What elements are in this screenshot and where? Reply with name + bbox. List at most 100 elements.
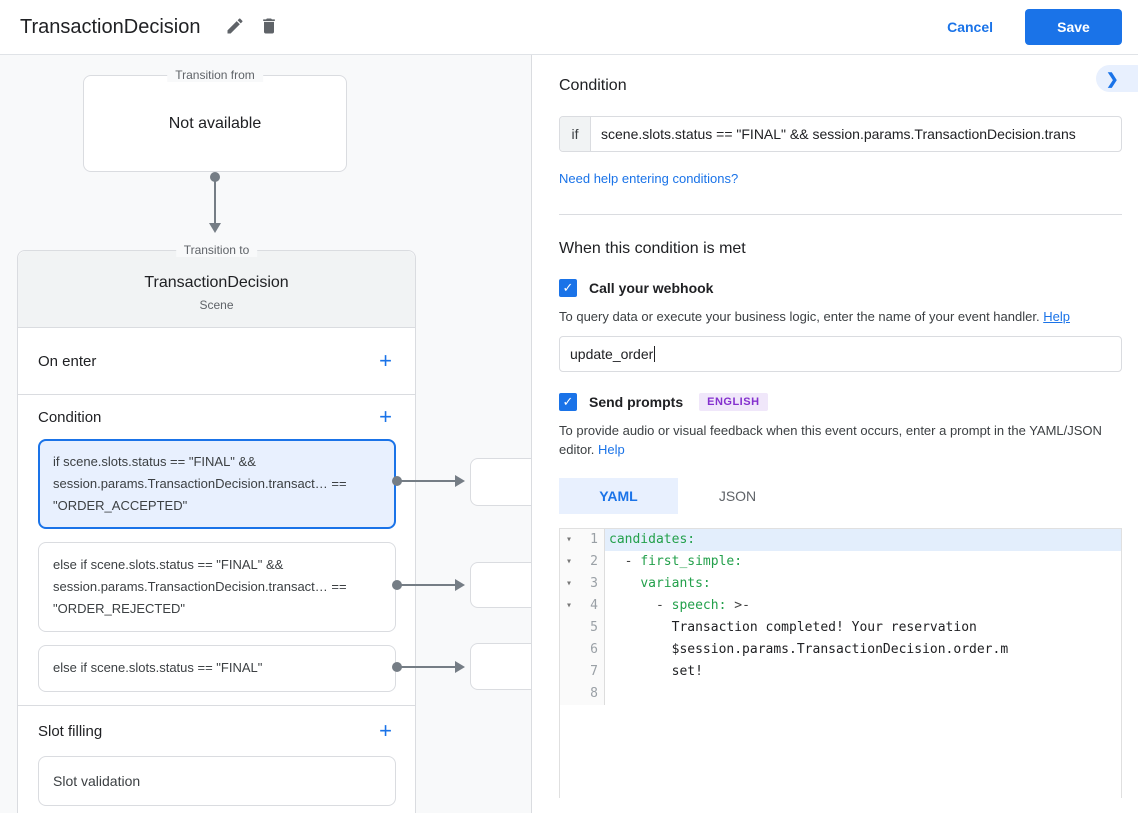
cancel-button[interactable]: Cancel <box>931 11 1009 43</box>
fold-arrow-icon[interactable]: ▾ <box>565 600 573 611</box>
scene-header[interactable]: TransactionDecision Scene <box>18 251 415 328</box>
condition-section-label: Condition <box>38 408 102 426</box>
prompts-helper-text: To provide audio or visual feedback when… <box>559 421 1119 459</box>
editor-line[interactable]: ▾ 4 - speech: >- <box>560 595 1121 617</box>
main-area: Transition from Not available Transition… <box>0 55 1138 813</box>
connector-arrow-icon <box>209 223 221 233</box>
code-token: first_simple: <box>640 554 743 569</box>
event-handler-value: update_order <box>570 346 654 362</box>
transition-from-content: Not available <box>168 114 262 132</box>
line-number: 3 <box>590 576 598 591</box>
editor-line[interactable]: ▾ 1 candidates: <box>560 529 1121 551</box>
connector-line <box>397 584 457 586</box>
when-met-section: When this condition is met ✓ Call your w… <box>559 215 1122 798</box>
check-icon: ✓ <box>562 280 574 295</box>
condition-expression-value[interactable]: scene.slots.status == "FINAL" && session… <box>601 126 1076 142</box>
code-line-content[interactable]: Transaction completed! Your reservation <box>605 617 1121 639</box>
code-token: set! <box>609 664 703 679</box>
fold-arrow-icon[interactable]: ▾ <box>565 556 573 567</box>
delete-scene-button[interactable] <box>252 10 286 44</box>
send-prompts-label: Send prompts <box>589 394 684 410</box>
condition-expression-field[interactable]: if scene.slots.status == "FINAL" && sess… <box>559 116 1122 152</box>
condition-detail-panel: Condition ❯ if scene.slots.status == "FI… <box>531 55 1138 813</box>
section-divider <box>18 705 415 706</box>
add-slot-button[interactable]: + <box>373 718 398 744</box>
condition-section-header: Condition + <box>18 395 415 439</box>
code-line-content[interactable]: candidates: <box>605 529 1121 551</box>
connector-arrow-icon <box>455 579 465 591</box>
code-line-content[interactable]: - speech: >- <box>605 595 1121 617</box>
webhook-helper-text: To query data or execute your business l… <box>559 307 1119 326</box>
transition-target-box[interactable] <box>470 562 531 608</box>
trash-icon <box>259 16 279 39</box>
save-button[interactable]: Save <box>1025 9 1122 45</box>
condition-card-accepted[interactable]: if scene.slots.status == "FINAL" && sess… <box>38 439 396 529</box>
condition-card-rejected[interactable]: else if scene.slots.status == "FINAL" &&… <box>38 542 396 632</box>
editor-gutter: 6 <box>560 639 605 661</box>
code-line-content[interactable] <box>605 683 1121 705</box>
editor-line[interactable]: 7 set! <box>560 661 1121 683</box>
scene-flow-canvas: Transition from Not available Transition… <box>0 55 531 813</box>
edit-scene-button[interactable] <box>218 10 252 44</box>
transition-to-label: Transition to <box>175 243 258 257</box>
editor-line[interactable]: 8 <box>560 683 1121 705</box>
editor-line[interactable]: 5 Transaction completed! Your reservatio… <box>560 617 1121 639</box>
fold-spacer <box>560 617 578 639</box>
slot-validation-card[interactable]: Slot validation <box>38 756 396 806</box>
editor-gutter: 8 <box>560 683 605 705</box>
transition-target-box[interactable] <box>470 458 531 506</box>
tab-json[interactable]: JSON <box>678 478 797 514</box>
slot-filling-section-header: Slot filling + <box>18 706 415 756</box>
send-prompts-checkbox[interactable]: ✓ <box>559 393 577 411</box>
transition-to-box: Transition to TransactionDecision Scene … <box>17 243 416 813</box>
webhook-help-link[interactable]: Help <box>1043 309 1070 324</box>
code-token: $session.params.TransactionDecision.orde… <box>609 642 1009 657</box>
pencil-icon <box>225 16 245 39</box>
code-token: candidates: <box>609 532 696 547</box>
fold-spacer <box>560 683 578 705</box>
editor-gutter: 5 <box>560 617 605 639</box>
webhook-label: Call your webhook <box>589 280 714 296</box>
chevron-right-icon: ❯ <box>1106 70 1119 88</box>
tab-yaml[interactable]: YAML <box>559 478 678 514</box>
editor-gutter: ▾2 <box>560 551 605 573</box>
code-line-content[interactable]: variants: <box>605 573 1121 595</box>
condition-card-final[interactable]: else if scene.slots.status == "FINAL" <box>38 645 396 692</box>
condition-section: Condition ❯ if scene.slots.status == "FI… <box>559 55 1138 215</box>
code-token: - <box>655 598 672 613</box>
editor-line[interactable]: 6 $session.params.TransactionDecision.or… <box>560 639 1121 661</box>
fold-arrow-icon[interactable]: ▾ <box>565 534 573 545</box>
on-enter-label: On enter <box>38 352 97 370</box>
connector-line <box>214 177 216 224</box>
transition-from-box[interactable]: Transition from Not available <box>83 68 347 172</box>
add-condition-button[interactable]: + <box>373 404 398 430</box>
collapse-panel-button[interactable]: ❯ <box>1096 65 1138 92</box>
when-met-heading: When this condition is met <box>559 240 746 257</box>
condition-help-link[interactable]: Need help entering conditions? <box>559 171 739 186</box>
check-icon: ✓ <box>562 394 574 409</box>
add-on-enter-button[interactable]: + <box>373 348 398 374</box>
webhook-check-row: ✓ Call your webhook <box>559 279 1122 297</box>
code-line-content[interactable]: set! <box>605 661 1121 683</box>
condition-heading: Condition <box>559 77 627 94</box>
editor-gutter: 7 <box>560 661 605 683</box>
code-line-content[interactable]: $session.params.TransactionDecision.orde… <box>605 639 1121 661</box>
page-title: TransactionDecision <box>20 15 201 38</box>
code-token: speech: <box>671 598 727 613</box>
text-cursor <box>654 346 656 362</box>
editor-line[interactable]: ▾2 - first_simple: <box>560 551 1121 573</box>
code-line-content[interactable]: - first_simple: <box>605 551 1121 573</box>
editor-line[interactable]: ▾ 3 variants: <box>560 573 1121 595</box>
editor-tabs: YAML JSON <box>559 478 1122 514</box>
fold-arrow-icon[interactable]: ▾ <box>565 578 573 589</box>
code-token <box>609 576 640 591</box>
webhook-checkbox[interactable]: ✓ <box>559 279 577 297</box>
code-token <box>609 598 656 613</box>
event-handler-input[interactable]: update_order <box>559 336 1122 372</box>
scene-name: TransactionDecision <box>144 274 289 291</box>
line-number: 4 <box>590 598 598 613</box>
line-number: 1 <box>590 532 598 547</box>
prompts-help-link[interactable]: Help <box>598 442 625 457</box>
transition-target-box[interactable] <box>470 643 531 690</box>
